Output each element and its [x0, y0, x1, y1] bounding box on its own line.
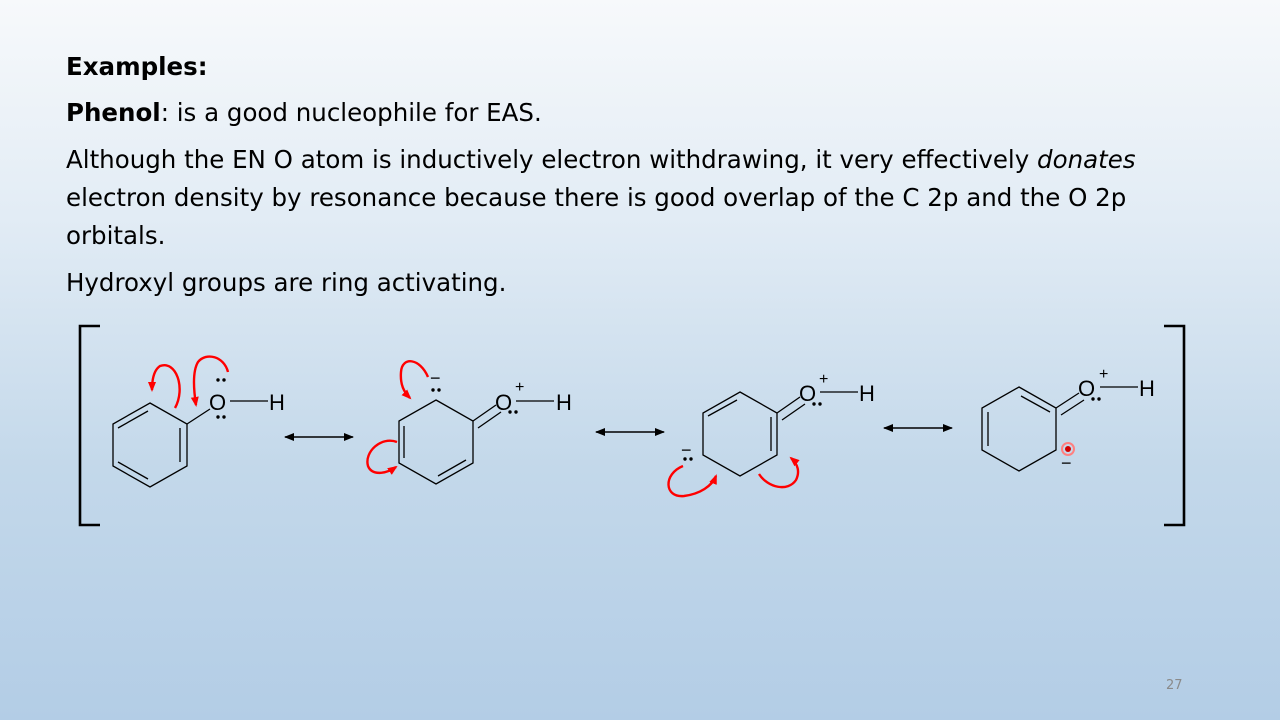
phenol-statement: Phenol: is a good nucleophile for EAS.: [66, 94, 542, 132]
structure-ortho-anion: [398, 399, 554, 485]
laser-pointer-icon: [1061, 442, 1075, 456]
cyclohexadiene-ring: [702, 391, 778, 477]
phenol-oxygen: O: [209, 390, 226, 415]
cyclohexadiene-ring: [981, 386, 1057, 472]
structure-ortho-prime-anion: [981, 386, 1138, 472]
phenol-hydrogen: H: [269, 390, 285, 415]
ortho-prime-carbon-charge: −: [1061, 453, 1072, 473]
ortho-prime-hydrogen: H: [1139, 376, 1155, 401]
activating-note: Hydroxyl groups are ring activating.: [66, 268, 507, 297]
resonance-explanation: Although the EN O atom is inductively el…: [66, 141, 1216, 255]
explanation-emphasis: donates: [1037, 145, 1136, 174]
page-number: 27: [1166, 678, 1183, 693]
explanation-part-2: electron density by resonance because th…: [66, 183, 1127, 250]
para-curved-arrows: [667, 456, 800, 498]
ortho-curved-arrows: [366, 360, 430, 475]
para-hydrogen: H: [859, 381, 875, 406]
slide-heading: Examples:: [66, 52, 208, 81]
para-lone-pairs: [683, 402, 822, 461]
c-o-double-bond: [472, 404, 497, 422]
c-o-bond: [186, 408, 211, 425]
right-bracket: [1164, 324, 1186, 527]
para-oxygen: O: [799, 381, 816, 406]
ortho-oxygen: O: [495, 390, 512, 415]
benzene-ring: [112, 402, 188, 488]
structure-phenol: [112, 400, 268, 488]
ortho-prime-oxygen: O: [1078, 376, 1095, 401]
explanation-part-1: Although the EN O atom is inductively el…: [66, 145, 1038, 174]
phenol-statement-rest: : is a good nucleophile for EAS.: [160, 98, 542, 127]
ortho-prime-oxygen-charge: +: [1099, 366, 1108, 383]
c-o-double-bond: [1055, 392, 1080, 409]
ortho-lone-pairs: [431, 388, 518, 414]
phenol-term: Phenol: [66, 98, 161, 127]
ortho-prime-lone-pairs: [1091, 397, 1101, 401]
phenol-curved-arrows: [148, 355, 230, 409]
ortho-carbon-charge: −: [430, 368, 441, 388]
ortho-oxygen-charge: +: [515, 379, 524, 396]
cyclohexadiene-ring: [398, 399, 474, 485]
left-bracket: [78, 324, 100, 527]
para-oxygen-charge: +: [819, 371, 828, 388]
phenol-lone-pairs: [216, 378, 226, 419]
structure-para-anion: [702, 391, 858, 477]
para-carbon-charge: −: [681, 440, 692, 460]
c-o-double-bond: [776, 396, 801, 414]
ortho-hydrogen: H: [556, 390, 572, 415]
